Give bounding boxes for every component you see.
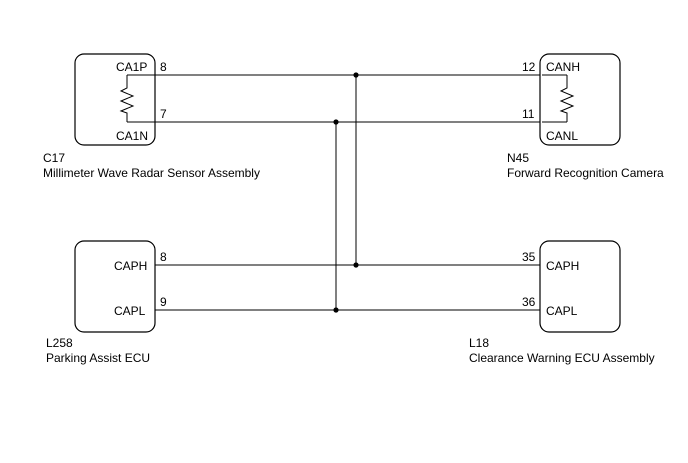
- radar-connector-code: C17: [43, 151, 65, 165]
- clearance-component-name: Clearance Warning ECU Assembly: [469, 351, 655, 365]
- parking-pin-hi-label: CAPH: [114, 259, 147, 273]
- junction-dot: [353, 262, 359, 268]
- camera-pin-lo-num: 11: [522, 107, 535, 121]
- clearance-pin-lo-label: CAPL: [546, 304, 578, 318]
- camera-pin-lo-label: CANL: [546, 129, 578, 143]
- radar-pin-lo-label: CA1N: [116, 129, 148, 143]
- camera-component: CANH CANL 12 11 N45 Forward Recognition …: [507, 53, 664, 180]
- clearance-warning-component: CAPH CAPL 35 36 L18 Clearance Warning EC…: [469, 240, 655, 365]
- parking-connector-code: L258: [46, 336, 73, 350]
- junction-dot: [333, 119, 339, 125]
- camera-connector-code: N45: [507, 151, 529, 165]
- radar-component-name: Millimeter Wave Radar Sensor Assembly: [43, 166, 260, 180]
- junction-dots: [333, 72, 359, 313]
- radar-sensor-component: CA1P CA1N 8 7 C17 Millimeter Wave Radar …: [43, 53, 260, 180]
- junction-dot: [353, 72, 359, 78]
- parking-assist-box: [74, 240, 156, 333]
- clearance-pin-lo-num: 36: [522, 295, 536, 309]
- camera-resistor-icon: [559, 75, 575, 122]
- clearance-warning-box: [539, 240, 621, 333]
- camera-pin-hi-num: 12: [522, 60, 536, 74]
- radar-pin-hi-num: 8: [160, 60, 167, 74]
- parking-pin-lo-label: CAPL: [114, 304, 146, 318]
- junction-dot: [333, 307, 339, 313]
- camera-pin-hi-label: CANH: [546, 60, 580, 74]
- clearance-pin-hi-num: 35: [522, 250, 536, 264]
- radar-pin-lo-num: 7: [160, 107, 167, 121]
- can-wires: [155, 74, 542, 311]
- clearance-pin-hi-label: CAPH: [546, 259, 579, 273]
- parking-component-name: Parking Assist ECU: [46, 351, 150, 365]
- radar-resistor-icon: [119, 75, 135, 122]
- parking-assist-component: CAPH CAPL 8 9 L258 Parking Assist ECU: [46, 240, 167, 365]
- parking-pin-lo-num: 9: [160, 295, 167, 309]
- clearance-connector-code: L18: [469, 336, 489, 350]
- radar-pin-hi-label: CA1P: [116, 60, 147, 74]
- parking-pin-hi-num: 8: [160, 250, 167, 264]
- camera-component-name: Forward Recognition Camera: [507, 166, 664, 180]
